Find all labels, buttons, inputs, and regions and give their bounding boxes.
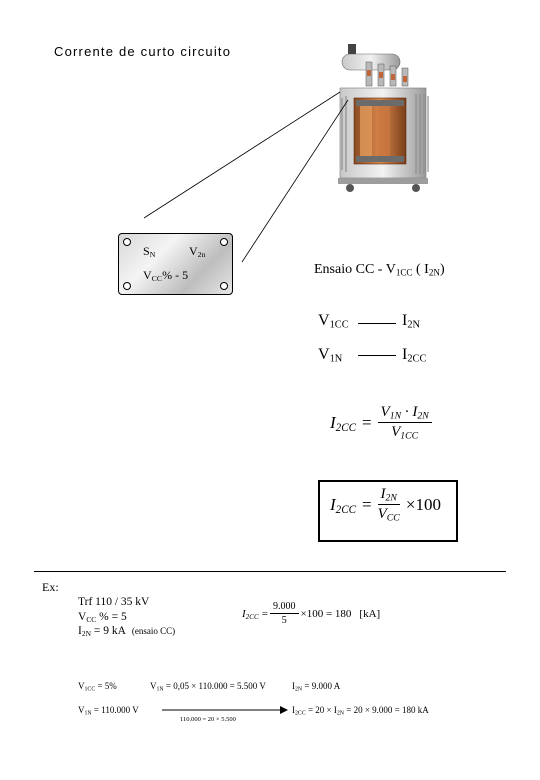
example-label: Ex: bbox=[42, 580, 59, 594]
bottom-i2cc: I2CC = 20 × I2N = 20 × 9.000 = 180 kA bbox=[292, 705, 429, 717]
relation-2-left: V1N bbox=[318, 346, 343, 365]
bottom-v1n: V1N = 110.000 V bbox=[78, 705, 139, 717]
page-title: Corrente de curto circuito bbox=[54, 44, 232, 59]
arrow-label: 110.000 = 20 × 5.500 bbox=[180, 716, 236, 723]
relation-2-right: I2CC bbox=[402, 346, 427, 365]
pointer-lines bbox=[143, 91, 349, 263]
bottom-v1cc: V1CC = 5% bbox=[78, 681, 117, 693]
plate-v2n: V2n bbox=[189, 244, 206, 259]
example-line-vcc: VCC % = 5 bbox=[78, 611, 127, 624]
formula-i2cc: I2CC = V1N · I2N V1CC bbox=[330, 404, 438, 441]
screw-icon bbox=[220, 238, 228, 246]
relation-1-left: V1CC bbox=[318, 312, 349, 331]
transformer-illustration bbox=[338, 44, 429, 192]
example-line-trf: Trf 110 / 35 kV bbox=[78, 596, 150, 608]
bottom-v1n-calc: V1N = 0,05 × 110.000 = 5.500 V bbox=[150, 681, 266, 693]
example-line-i2n: I2N = 9 kA(ensaio CC) bbox=[78, 625, 176, 638]
screw-icon bbox=[123, 238, 131, 246]
relation-1-line bbox=[358, 323, 396, 324]
section-divider bbox=[34, 571, 506, 572]
formula-i2cc-percent: I2CC = I2N VCC ×100 bbox=[330, 486, 442, 524]
plate-sn: SN bbox=[143, 244, 156, 259]
arrow-right-icon bbox=[162, 706, 288, 714]
bottom-i2n: I2N = 9.000 A bbox=[292, 681, 341, 693]
example-calculation: I2CC = 9.000 5 ×100 = 180 [kA] bbox=[242, 601, 381, 626]
test-label: Ensaio CC - V1CC ( I2N) bbox=[314, 262, 445, 278]
screw-icon bbox=[220, 282, 228, 290]
relation-2-line bbox=[358, 355, 396, 356]
relation-1-right: I2N bbox=[402, 312, 421, 331]
screw-icon bbox=[123, 282, 131, 290]
plate-vcc: VCC% - 5 bbox=[143, 268, 189, 283]
formula-box bbox=[318, 480, 458, 542]
rating-nameplate: SN V2n VCC% - 5 bbox=[118, 233, 233, 295]
